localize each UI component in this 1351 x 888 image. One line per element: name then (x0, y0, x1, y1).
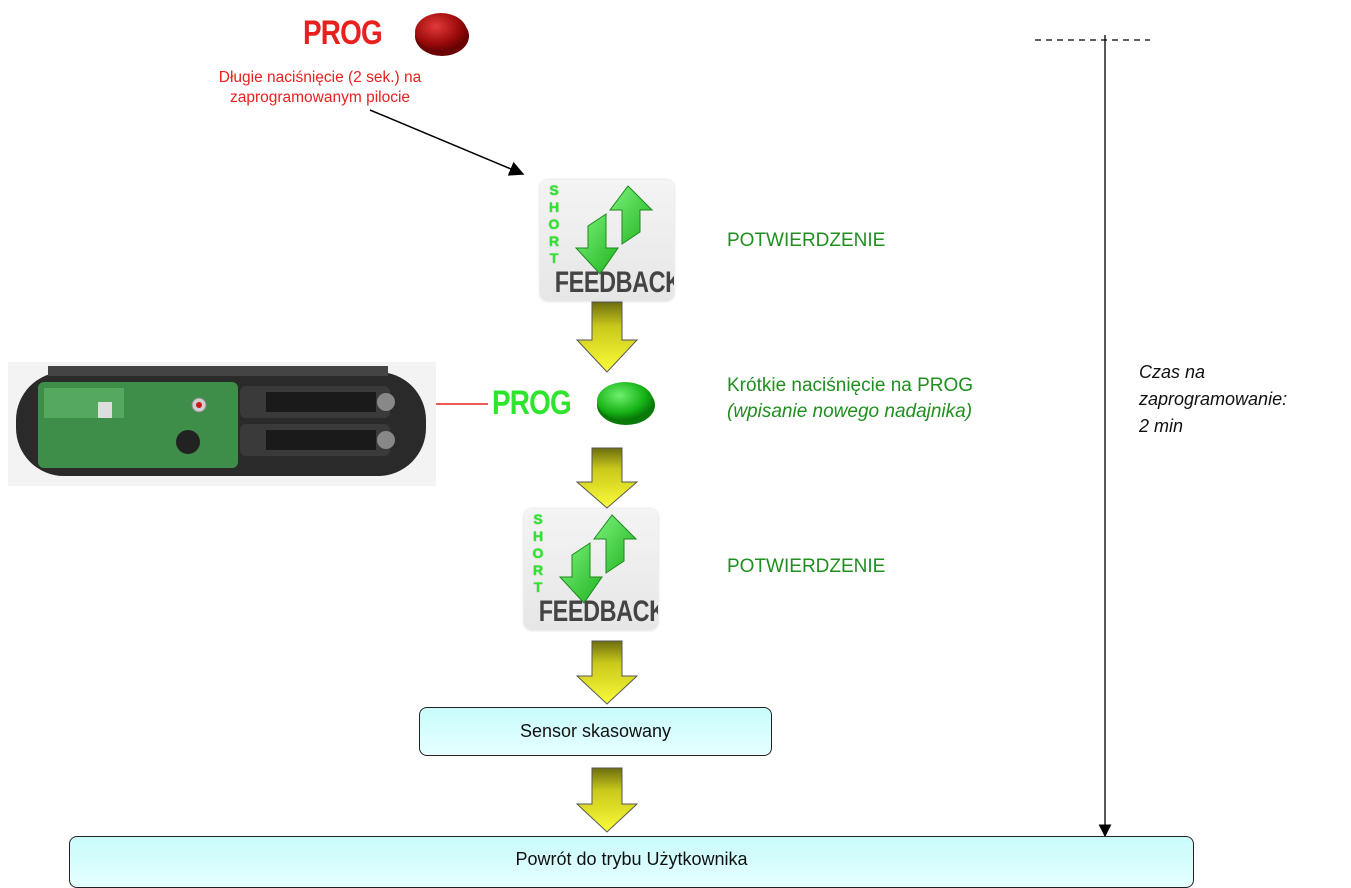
short-letter: S (533, 511, 543, 527)
short-press-line2: (wpisanie nowego nadajnika) (727, 399, 973, 425)
feedback-word: FEEDBACK (538, 595, 658, 628)
long-press-caption: Długie naciśnięcie (2 sek.) na zaprogram… (120, 68, 520, 108)
short-feedback-icon: S H O R T FEEDBACK (524, 509, 658, 630)
short-letter: H (532, 528, 544, 544)
short-letter: S (549, 182, 559, 198)
long-press-caption-line2: zaprogramowanym pilocie (229, 89, 411, 106)
red-button-icon (415, 13, 469, 56)
long-press-caption-line1: Długie naciśnięcie (2 sek.) na (218, 69, 422, 86)
caption-arrow (369, 109, 525, 176)
green-button-icon (597, 382, 655, 425)
time-note-line3: 2 min (1139, 416, 1184, 436)
short-letter: H (548, 199, 560, 215)
down-arrow-3 (575, 640, 639, 705)
short-feedback-icon: S H O R T FEEDBACK (540, 180, 674, 301)
short-letter: O (548, 216, 560, 232)
short-letter: T (549, 250, 559, 266)
down-arrow-2 (575, 447, 639, 509)
confirmation-label-1: POTWIERDZENIE (727, 230, 886, 251)
down-arrow-1 (575, 301, 639, 373)
confirmation-label-2: POTWIERDZENIE (727, 556, 886, 577)
device-photo (8, 362, 436, 486)
short-letter: R (532, 562, 544, 578)
short-press-line2-text: (wpisanie nowego nadajnika) (727, 401, 973, 422)
short-press-caption: Krótkie naciśnięcie na PROG (wpisanie no… (727, 373, 973, 425)
sensor-reset-box: Sensor skasowany (419, 707, 772, 756)
prog-label-mid: PROG (492, 384, 572, 422)
exchange-arrows-icon (574, 185, 654, 275)
down-arrow-4 (575, 767, 639, 833)
short-letters: S H O R T (546, 182, 562, 267)
short-press-line1: Krótkie naciśnięcie na PROG (727, 375, 974, 396)
short-letters: S H O R T (530, 511, 546, 596)
return-user-mode-box: Powrót do trybu Użytkownika (69, 836, 1194, 888)
prog-label-top: PROG (303, 14, 383, 52)
sensor-device-image (16, 366, 426, 476)
time-note-line2: zaprogramowanie: (1139, 389, 1288, 409)
short-letter: T (533, 579, 543, 595)
feedback-word: FEEDBACK (554, 266, 674, 299)
time-note: Czas na zaprogramowanie: 2 min (1139, 359, 1287, 440)
short-letter: O (532, 545, 544, 561)
short-letter: R (548, 233, 560, 249)
exchange-arrows-icon (558, 514, 638, 604)
time-note-line1: Czas na (1139, 362, 1206, 382)
